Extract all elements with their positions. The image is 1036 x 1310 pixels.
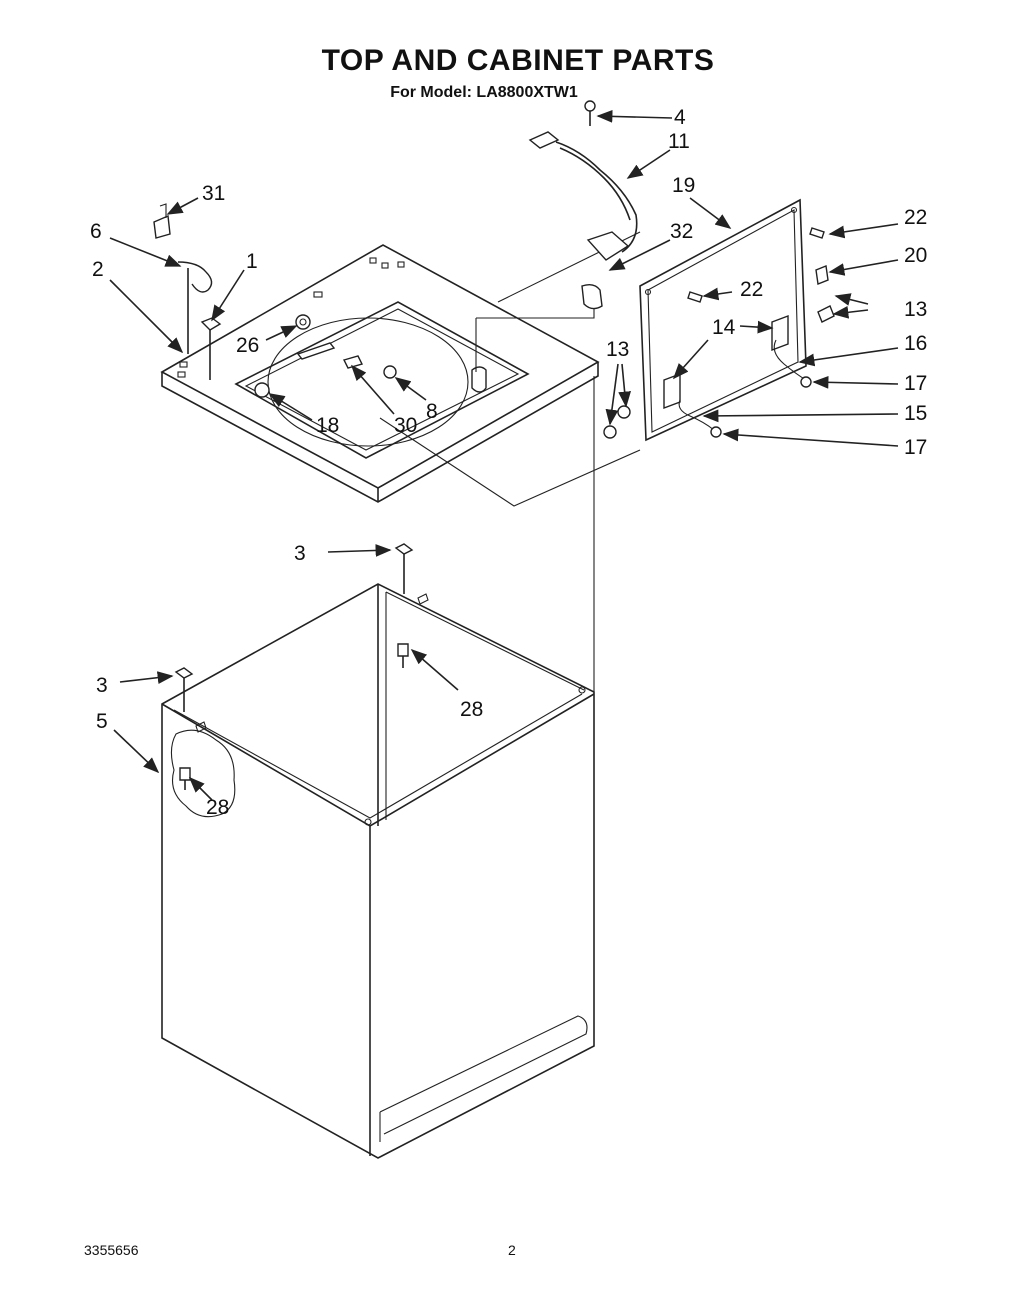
- callout-5: 5: [96, 710, 108, 733]
- bracket-part-14-lower: [663, 372, 681, 410]
- callout-11: 11: [668, 130, 690, 153]
- callout-17-lower: 17: [904, 436, 927, 459]
- callout-22-lower: 22: [740, 278, 763, 301]
- harness-part-16: [773, 339, 807, 381]
- callout-31: 31: [202, 182, 225, 205]
- screw-part-13-left-a: [617, 405, 631, 419]
- screw-part-22-lower: [687, 291, 703, 303]
- callout-32: 32: [670, 220, 693, 243]
- callout-6: 6: [90, 220, 102, 243]
- callout-15: 15: [904, 402, 927, 425]
- callout-13-right: 13: [904, 298, 927, 321]
- clip-part-3-upper: [394, 543, 414, 594]
- callout-28-upper: 28: [460, 698, 483, 721]
- callout-28-lower: 28: [206, 796, 229, 819]
- callout-3-upper: 3: [294, 542, 306, 565]
- page-number: 2: [508, 1242, 516, 1258]
- callout-17-upper: 17: [904, 372, 927, 395]
- part-17-lower: [710, 426, 722, 438]
- callout-22-upper: 22: [904, 206, 927, 229]
- document-number: 3355656: [84, 1242, 139, 1258]
- clip-part-20: [815, 265, 829, 285]
- callout-18: 18: [316, 414, 339, 437]
- screw-part-4: [584, 100, 596, 126]
- part-18: [254, 382, 270, 398]
- bracket-part-14-upper: [771, 314, 789, 352]
- callout-13-left: 13: [606, 338, 629, 361]
- part-17-upper: [800, 376, 812, 388]
- callout-16: 16: [904, 332, 927, 355]
- screw-part-28-upper: [397, 643, 409, 668]
- part-8: [383, 365, 397, 379]
- grommet-part-26: [295, 314, 311, 330]
- part-1: [200, 317, 222, 380]
- callout-19: 19: [672, 174, 695, 197]
- callout-4: 4: [674, 106, 686, 129]
- callout-26: 26: [236, 334, 259, 357]
- cabinet-part-5: [161, 583, 595, 1159]
- part-32: [581, 283, 603, 310]
- callout-2: 2: [92, 258, 104, 281]
- callout-30: 30: [394, 414, 417, 437]
- model-subtitle: For Model: LA8800XTW1: [390, 84, 578, 101]
- clip-part-31: [153, 203, 171, 239]
- lid-switch-part-11: [528, 131, 638, 261]
- washer-top-panel: [160, 244, 600, 503]
- callout-3-lower: 3: [96, 674, 108, 697]
- callout-14: 14: [712, 316, 736, 339]
- clip-part-3-lower: [174, 667, 194, 712]
- callout-leaders: [109, 109, 899, 801]
- screw-part-13-right: [817, 305, 835, 323]
- screw-part-28-lower: [179, 767, 191, 790]
- callout-8: 8: [426, 400, 438, 423]
- callout-20: 20: [904, 244, 927, 267]
- screw-part-13-left-b: [603, 425, 617, 439]
- callout-1: 1: [246, 250, 258, 273]
- harness-part-15: [678, 399, 715, 431]
- page-title: TOP AND CABINET PARTS: [321, 44, 715, 77]
- screw-part-22-upper: [809, 227, 825, 239]
- bracket-part-6: [177, 261, 213, 354]
